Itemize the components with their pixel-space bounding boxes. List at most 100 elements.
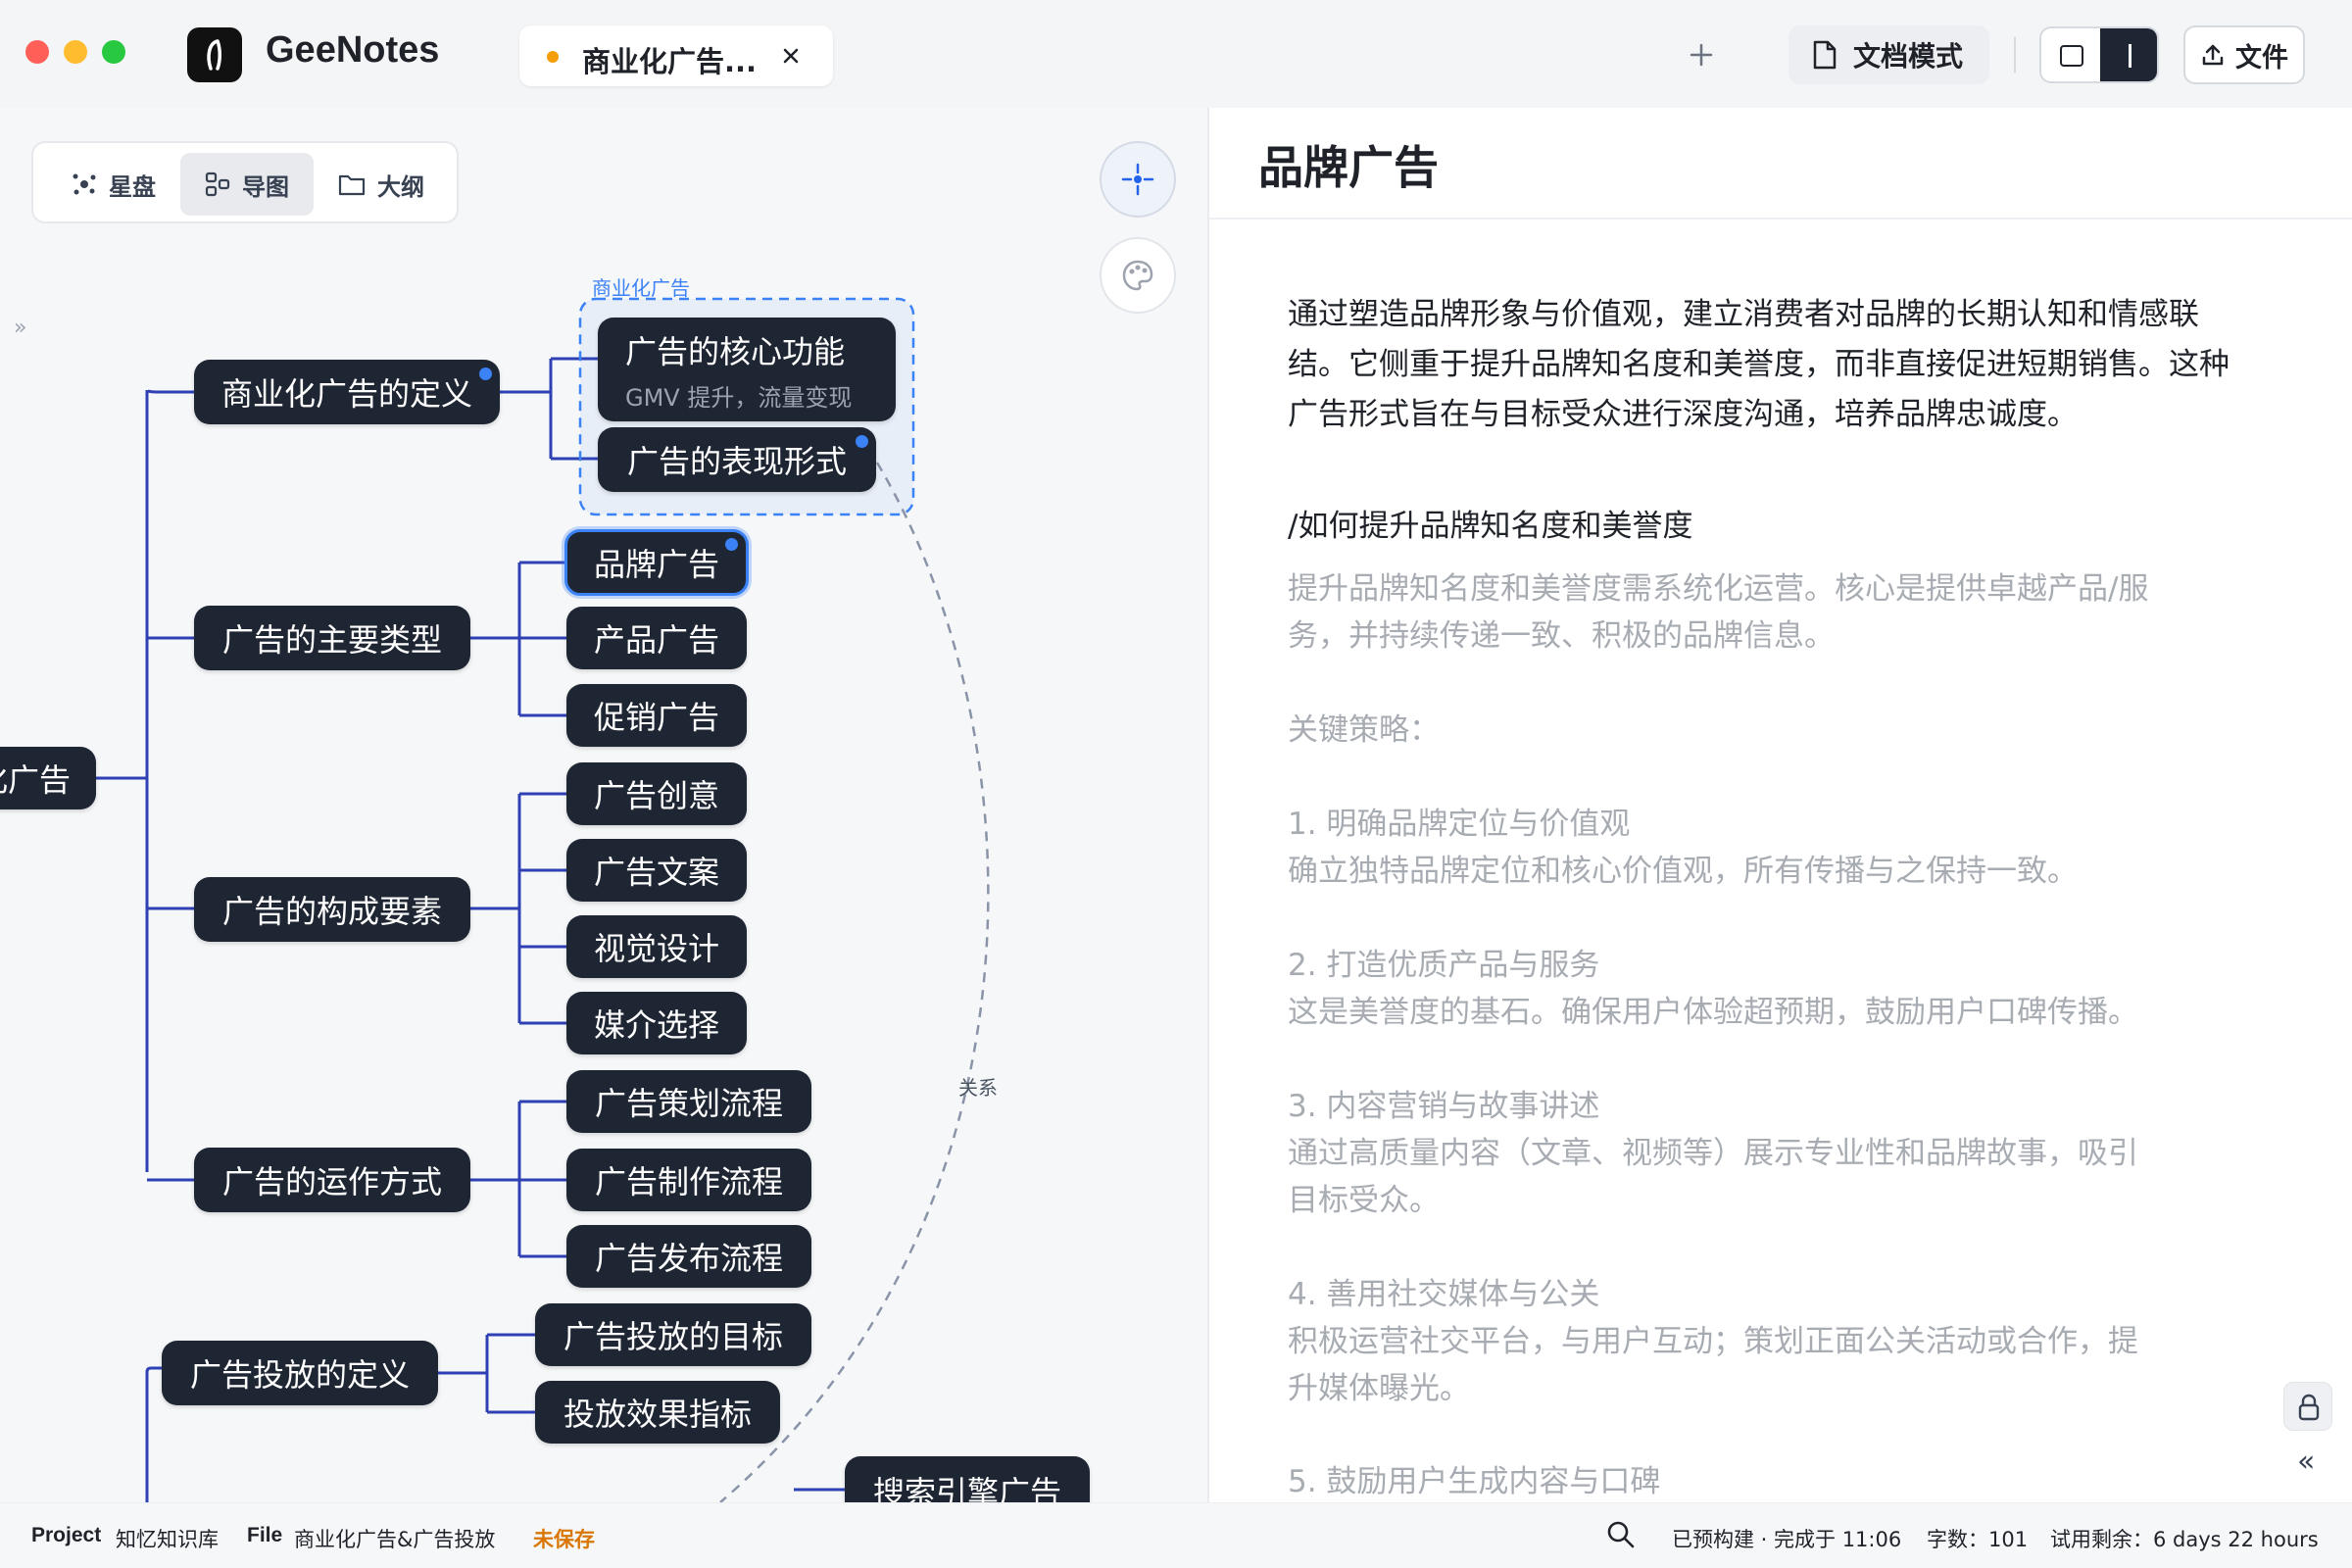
strategy-title: 2. 打造优质产品与服务	[1288, 948, 1600, 983]
document-tab[interactable]: 商业化广告...	[519, 25, 833, 86]
mindmap-child-node[interactable]: 视觉设计	[566, 915, 747, 978]
close-window-button[interactable]	[25, 40, 49, 64]
doc-body[interactable]: 通过塑造品牌形象与价值观，建立消费者对品牌的长期认知和情感联 结。它侧重于提升品…	[1209, 108, 2352, 1502]
search-button[interactable]	[1603, 1517, 1639, 1552]
status-file-key: File	[247, 1524, 283, 1546]
mindmap-icon	[205, 172, 230, 197]
status-project-key: Project	[31, 1524, 102, 1546]
view-tab-constellation[interactable]: 星盘	[45, 153, 182, 216]
collapse-panel-icon[interactable]: «	[2297, 1445, 2316, 1479]
app-name: GeeNotes	[266, 29, 440, 71]
mindmap-branch-node[interactable]: 商业化广告的定义	[194, 360, 500, 424]
mindmap-canvas[interactable]: 星盘 导图 大纲 »	[0, 108, 1207, 1502]
view-tab-label: 星盘	[109, 172, 156, 201]
zoom-window-button[interactable]	[102, 40, 125, 64]
mindmap-branch-node[interactable]: 广告的主要类型	[194, 606, 470, 670]
split-pane-button[interactable]	[2100, 28, 2157, 81]
view-tab-label: 导图	[242, 172, 289, 201]
status-bar: Project 知忆知识库 File 商业化广告&广告投放 未保存 已预构建 ·…	[0, 1502, 2352, 1568]
node-label: 广告投放的定义	[189, 1356, 410, 1394]
mindmap-branch-node[interactable]: 广告投放的定义	[162, 1341, 438, 1405]
mindmap-child-node[interactable]: 促销广告	[566, 684, 747, 747]
mindmap-child-node[interactable]: 广告制作流程	[566, 1149, 811, 1211]
lock-button[interactable]	[2283, 1382, 2332, 1431]
node-label: 广告投放的目标	[563, 1318, 783, 1355]
mindmap-partial-node[interactable]: 搜索引擎广告	[845, 1456, 1090, 1502]
link-dot-icon	[725, 538, 738, 551]
mindmap-branch-node[interactable]: 广告的运作方式	[194, 1148, 470, 1212]
status-unsaved-badge: 未保存	[533, 1528, 595, 1551]
node-label: 品牌广告	[593, 546, 719, 583]
view-tab-mindmap[interactable]: 导图	[180, 153, 314, 216]
status-project-value[interactable]: 知忆知识库	[116, 1528, 219, 1551]
node-label: 商业化广告的定义	[220, 375, 472, 413]
ai-answer-line: 务，并持续传递一致、积极的品牌信息。	[1288, 618, 1835, 654]
view-tab-outline[interactable]: 大纲	[318, 153, 445, 216]
node-note: GMV 提升，流量变现	[625, 383, 853, 412]
mindmap-root-node[interactable]: 化广告	[0, 747, 96, 809]
view-tab-label: 大纲	[377, 172, 424, 201]
new-tab-button[interactable]	[1682, 35, 1721, 74]
status-file-value[interactable]: 商业化广告&广告投放	[294, 1528, 496, 1551]
strategy-line: 这是美誉度的基石。确保用户体验超预期，鼓励用户口碑传播。	[1288, 995, 2138, 1030]
mindmap-child-node[interactable]: 广告发布流程	[566, 1225, 811, 1288]
doc-paragraph-line: 结。它侧重于提升品牌知名度和美誉度，而非直接促进短期销售。这种	[1288, 347, 2230, 382]
doc-paragraph-line: 通过塑造品牌形象与价值观，建立消费者对品牌的长期认知和情感联	[1288, 297, 2199, 332]
mindmap-child-node[interactable]: 广告创意	[566, 762, 747, 825]
node-label: 广告的运作方式	[221, 1163, 442, 1200]
node-label: 投放效果指标	[563, 1396, 752, 1433]
pane-divider[interactable]	[1207, 108, 1209, 1502]
node-label: 广告文案	[593, 854, 719, 891]
mindmap-child-node[interactable]: 产品广告	[566, 607, 747, 669]
node-label: 广告的主要类型	[221, 621, 442, 659]
link-dot-icon	[856, 435, 868, 448]
mindmap-child-node[interactable]: 广告的核心功能 GMV 提升，流量变现	[598, 318, 896, 421]
strategy-line: 确立独特品牌定位和核心价值观，所有传播与之保持一致。	[1288, 854, 2078, 889]
node-label: 广告的表现形式	[626, 443, 847, 480]
single-pane-icon[interactable]	[2060, 45, 2083, 67]
status-trial: 试用剩余：6 days 22 hours	[2050, 1528, 2319, 1551]
recenter-button[interactable]	[1100, 141, 1176, 218]
doc-title[interactable]: 品牌广告	[1258, 141, 1439, 194]
strategy-title: 4. 善用社交媒体与公关	[1288, 1277, 1600, 1312]
mindmap-child-node[interactable]: 广告策划流程	[566, 1070, 811, 1133]
strategy-line: 积极运营社交平台，与用户互动；策划正面公关活动或合作，提	[1288, 1324, 2138, 1359]
node-label: 促销广告	[593, 699, 719, 736]
expand-panel-icon[interactable]: »	[14, 316, 27, 340]
strategy-title: 5. 鼓励用户生成内容与口碑	[1288, 1464, 1661, 1499]
node-label: 广告制作流程	[594, 1163, 783, 1200]
node-label: 广告发布流程	[594, 1240, 783, 1277]
mindmap-child-node[interactable]: 广告的表现形式	[598, 427, 876, 492]
title-bar: GeeNotes 商业化广告... 文档模式 文件	[0, 0, 2352, 108]
split-pane-icon	[2129, 44, 2132, 68]
doc-mode-button[interactable]: 文档模式	[1788, 25, 1989, 84]
mindmap-child-node-selected[interactable]: 品牌广告	[564, 529, 749, 596]
file-button[interactable]: 文件	[2183, 25, 2305, 84]
node-label: 广告策划流程	[594, 1085, 783, 1122]
document-icon	[1813, 40, 1837, 70]
view-switcher: 星盘 导图 大纲	[31, 141, 459, 223]
tab-title: 商业化广告...	[582, 45, 758, 78]
mindmap-child-node[interactable]: 投放效果指标	[535, 1381, 780, 1444]
node-label: 广告的核心功能	[625, 332, 846, 370]
group-label[interactable]: 商业化广告	[592, 276, 690, 300]
minimize-window-button[interactable]	[64, 40, 87, 64]
mindmap-child-node[interactable]: 广告投放的目标	[535, 1303, 811, 1366]
strategy-line: 升媒体曝光。	[1288, 1371, 1470, 1406]
mindmap-child-node[interactable]: 广告文案	[566, 839, 747, 902]
layout-toggle[interactable]	[2039, 26, 2159, 83]
theme-button[interactable]	[1100, 237, 1176, 314]
strategy-line: 通过高质量内容（文章、视频等）展示专业性和品牌故事，吸引	[1288, 1136, 2138, 1171]
status-build: 已预构建 · 完成于 11:06	[1672, 1528, 1902, 1551]
doc-mode-label: 文档模式	[1853, 40, 1964, 73]
node-label: 广告的构成要素	[221, 893, 442, 930]
node-label: 媒介选择	[593, 1006, 719, 1044]
mindmap-child-node[interactable]: 媒介选择	[566, 992, 747, 1054]
folder-icon	[338, 174, 366, 196]
unsaved-dot-icon	[547, 51, 559, 63]
search-icon	[1607, 1521, 1635, 1548]
relation-label[interactable]: 关系	[958, 1076, 998, 1100]
close-tab-icon[interactable]	[776, 41, 806, 71]
mindmap-branch-node[interactable]: 广告的构成要素	[194, 877, 470, 942]
